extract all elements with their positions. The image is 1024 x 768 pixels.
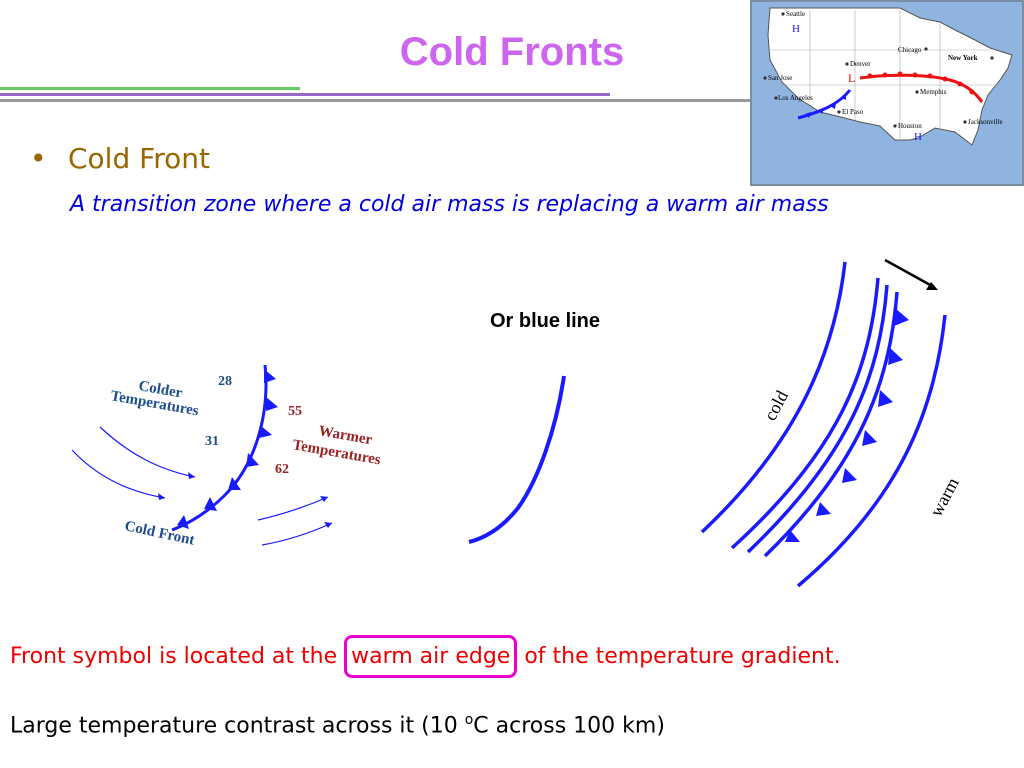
note-text-after: of the temperature gradient. [517, 644, 841, 669]
city-jacksonville: Jacksonville [968, 118, 1003, 126]
slide-title: Cold Fronts [399, 30, 625, 74]
left-front-triangles [177, 369, 278, 529]
front-symbol-note: Front symbol is located at the warm air … [10, 635, 841, 678]
map-graphic: H L H Seattle Chicago New York San Jose … [750, 0, 1024, 186]
blue-line-label: Or blue line [490, 310, 601, 332]
city-new-york: New York [948, 54, 978, 62]
cold-label: cold [760, 387, 792, 424]
cold-warm-front-diagram: cold warm [700, 258, 963, 588]
city-denver: Denver [850, 60, 871, 68]
city-el-paso: El Paso [842, 108, 864, 116]
cold-front-temperature-diagram: Colder Temperatures 28 31 55 62 Warmer T… [71, 364, 382, 549]
city-los-angeles: Los Angeles [778, 94, 813, 102]
map-high-north: H [792, 23, 800, 35]
blue-front-curve [468, 375, 566, 544]
map-city-dots [763, 12, 994, 128]
bullet-heading: Cold Front [68, 142, 210, 175]
us-weather-map: H L H Seattle Chicago New York San Jose … [750, 0, 1024, 186]
map-border [750, 0, 1024, 186]
motion-arrowhead [926, 282, 938, 290]
city-memphis: Memphis [920, 88, 947, 96]
motion-arrow-line [884, 258, 933, 288]
right-front-triangles [785, 308, 909, 542]
bullet-dot: • [30, 142, 47, 175]
map-cold-front-triangles [805, 94, 846, 118]
map-warm-front-dots [867, 71, 975, 95]
warm-side-curve [796, 314, 947, 588]
cold-air-arrowhead-2 [158, 493, 165, 500]
city-chicago: Chicago [898, 46, 922, 54]
city-seattle: Seattle [786, 10, 805, 18]
cold-front-definition: A transition zone where a cold air mass … [70, 192, 829, 217]
temp-55: 55 [288, 404, 302, 419]
city-houston: Houston [898, 122, 922, 130]
map-low: L [848, 71, 855, 85]
title-underline-gray [0, 99, 1024, 102]
map-high-south: H [914, 131, 922, 143]
cold-air-arrowhead-1 [188, 472, 195, 479]
map-cold-front-line [797, 89, 852, 120]
temp-31: 31 [205, 434, 219, 449]
temp-62: 62 [275, 462, 289, 477]
warm-air-arrow-1 [257, 496, 329, 521]
degree-superscript: o [464, 712, 474, 728]
warm-air-arrowhead-2 [324, 522, 332, 528]
front-line-2 [746, 284, 889, 554]
front-line-3 [763, 291, 899, 558]
warm-air-arrow-2 [261, 522, 333, 546]
colder-label-1: Colder [137, 378, 184, 401]
contrast-text-before: Large temperature contrast across it (10 [10, 713, 465, 739]
front-line-1 [730, 277, 880, 550]
warm-label: warm [926, 474, 963, 520]
map-city-labels: Seattle Chicago New York San Jose Denver… [768, 10, 1003, 130]
city-san-jose: San Jose [768, 74, 792, 82]
contrast-text-after: C across 100 km) [473, 713, 665, 739]
title-underline-green [0, 87, 300, 90]
warm-air-edge-highlight: warm air edge [344, 635, 518, 678]
temperature-contrast-note: Large temperature contrast across it (10… [10, 712, 665, 738]
cold-side-curve [700, 261, 847, 534]
warm-air-arrowhead-1 [320, 496, 328, 502]
temp-28: 28 [218, 374, 232, 389]
title-underline-purple [0, 93, 610, 96]
note-text-before: Front symbol is located at the [10, 644, 345, 669]
cold-air-arrow-1 [99, 426, 196, 478]
plain-blue-front-line [468, 375, 566, 544]
cold-air-arrow-2 [71, 449, 166, 499]
